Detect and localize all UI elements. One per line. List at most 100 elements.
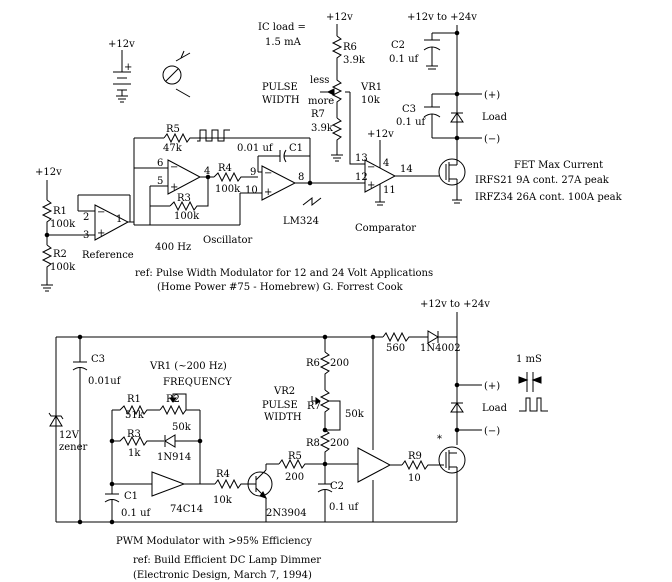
bottom-supply-label: +12v to +24v xyxy=(420,299,490,310)
bottom-r7-value: 50k xyxy=(345,409,365,420)
oscillator-opamp xyxy=(167,159,202,195)
bottom-r1-label: R1 xyxy=(127,394,141,405)
zener-diode xyxy=(49,415,63,427)
inverter-74c14 xyxy=(151,471,186,497)
svg-text:−: − xyxy=(97,207,105,218)
bottom-r1-resistor xyxy=(112,404,160,416)
pin-10: 10 xyxy=(245,185,258,196)
bottom-r5-value: 200 xyxy=(285,472,304,483)
r3-resistor xyxy=(169,177,209,212)
vr2-label: VR2 xyxy=(273,386,295,397)
bottom-r7-label: R7 xyxy=(307,401,321,412)
ic-load-value: 1.5 mA xyxy=(265,37,302,48)
pin-4: 4 xyxy=(204,166,210,177)
top-load-plus-label: (+) xyxy=(484,90,500,101)
svg-text:−: − xyxy=(264,168,272,179)
osc-frequency: 400 Hz xyxy=(155,242,191,253)
top-load-label: Load xyxy=(482,112,508,123)
bottom-r8-label: R8 xyxy=(306,438,320,449)
top-c3-value: 0.1 uf xyxy=(396,117,427,128)
bottom-r9-value: 10 xyxy=(408,473,421,484)
top-c3-label: C3 xyxy=(402,104,416,115)
top-circuit: +12v + IC load = 1.5 mA +12v R6 3 xyxy=(35,12,623,293)
battery-plus-label: + xyxy=(124,62,132,73)
zener-label: zener xyxy=(59,442,88,453)
bottom-mosfet xyxy=(438,446,466,474)
svg-text:+: + xyxy=(367,180,375,191)
vr1-label: VR1 xyxy=(360,82,382,93)
diode-1n914 xyxy=(164,434,176,448)
r3-label: R3 xyxy=(177,193,191,204)
r2-label: R2 xyxy=(53,249,67,260)
bottom-ref-line-1: ref: Build Efficient DC Lamp Dimmer xyxy=(133,555,321,566)
bottom-r8-resistor xyxy=(319,429,331,464)
bottom-ref-line-2: (Electronic Design, March 7, 1994) xyxy=(133,570,312,581)
reference-opamp xyxy=(94,204,130,241)
bottom-r2-label: R2 xyxy=(166,394,180,405)
bottom-load-plus: (+) xyxy=(484,381,500,392)
ic-load-label: IC load = xyxy=(258,22,306,33)
integrator-opamp xyxy=(261,165,297,201)
bottom-r3-label: R3 xyxy=(127,429,141,440)
oscillator-label: Oscillator xyxy=(203,235,253,246)
bottom-r9-resistor xyxy=(401,459,444,471)
pin-14: 14 xyxy=(400,164,413,175)
pin-8: 8 xyxy=(298,172,304,183)
square-wave-icon xyxy=(197,129,230,142)
vr1-value: 10k xyxy=(361,95,381,106)
lamp-symbol xyxy=(162,50,191,98)
bottom-r4-value: 10k xyxy=(213,495,233,506)
bottom-r4-resistor xyxy=(214,478,249,490)
r4-resistor xyxy=(213,171,258,183)
top-c1-value: 0.01 uf xyxy=(237,143,274,154)
lm324-label: LM324 xyxy=(283,216,319,227)
top-c1-label: C1 xyxy=(289,143,303,154)
bottom-vr1-label: VR1 (~200 Hz) xyxy=(149,361,227,372)
svg-text:+: + xyxy=(170,182,178,193)
pin-11: 11 xyxy=(383,185,396,196)
bottom-r5-resistor xyxy=(278,458,325,470)
r7-value: 3.9k xyxy=(311,123,334,134)
pin-1: 1 xyxy=(116,214,122,225)
r5-resistor xyxy=(163,132,240,144)
r6-supply-label: +12v xyxy=(326,12,353,23)
diode-1n4002-label: 1N4002 xyxy=(420,343,461,354)
top-load-minus-label: (−) xyxy=(484,134,500,145)
bottom-r2-potentiometer xyxy=(159,404,200,416)
zener-voltage: 12V xyxy=(59,430,80,441)
pin-2: 2 xyxy=(83,212,89,223)
mosfet-star: * xyxy=(437,434,442,445)
bottom-r6-resistor xyxy=(319,351,331,390)
top-ref-line-1: ref: Pulse Width Modulator for 12 and 24… xyxy=(135,268,433,279)
bottom-load-diode xyxy=(450,402,464,413)
bottom-r2-value: 50k xyxy=(172,422,192,433)
r6-resistor xyxy=(331,35,343,70)
bottom-circuit: +12v to +24v 560 1N4002 12V zener C3 0.0… xyxy=(48,299,548,581)
r7-resistor xyxy=(331,117,343,155)
frequency-label: FREQUENCY xyxy=(163,377,232,388)
bottom-r8-value: 200 xyxy=(330,438,349,449)
battery-supply-label: +12v xyxy=(108,39,135,50)
less-label: less xyxy=(310,75,329,86)
bottom-title: PWM Modulator with >95% Efficiency xyxy=(116,536,312,547)
bottom-r3-value: 1k xyxy=(128,448,141,459)
r3-value: 100k xyxy=(174,211,200,222)
r4-value: 100k xyxy=(215,184,241,195)
bottom-pulse-label: PULSE xyxy=(262,400,298,411)
r560-resistor xyxy=(382,331,425,343)
top-left-supply-label: +12v xyxy=(35,167,62,178)
vr1-potentiometer xyxy=(331,70,343,112)
r5-label: R5 xyxy=(166,124,180,135)
diode-1n4002 xyxy=(427,330,439,344)
svg-text:+: + xyxy=(97,228,105,239)
bottom-load-minus: (−) xyxy=(484,426,500,437)
pwm-waveform-icon xyxy=(519,397,548,412)
period-label: 1 mS xyxy=(516,354,542,365)
r4-label: R4 xyxy=(218,163,232,174)
width-label: WIDTH xyxy=(262,95,300,106)
bottom-r7-potentiometer xyxy=(319,389,331,430)
bottom-c2-value: 0.1 uf xyxy=(329,502,360,513)
r1-label: R1 xyxy=(53,206,67,217)
reference-label: Reference xyxy=(82,250,134,261)
top-c2-label: C2 xyxy=(391,40,405,51)
